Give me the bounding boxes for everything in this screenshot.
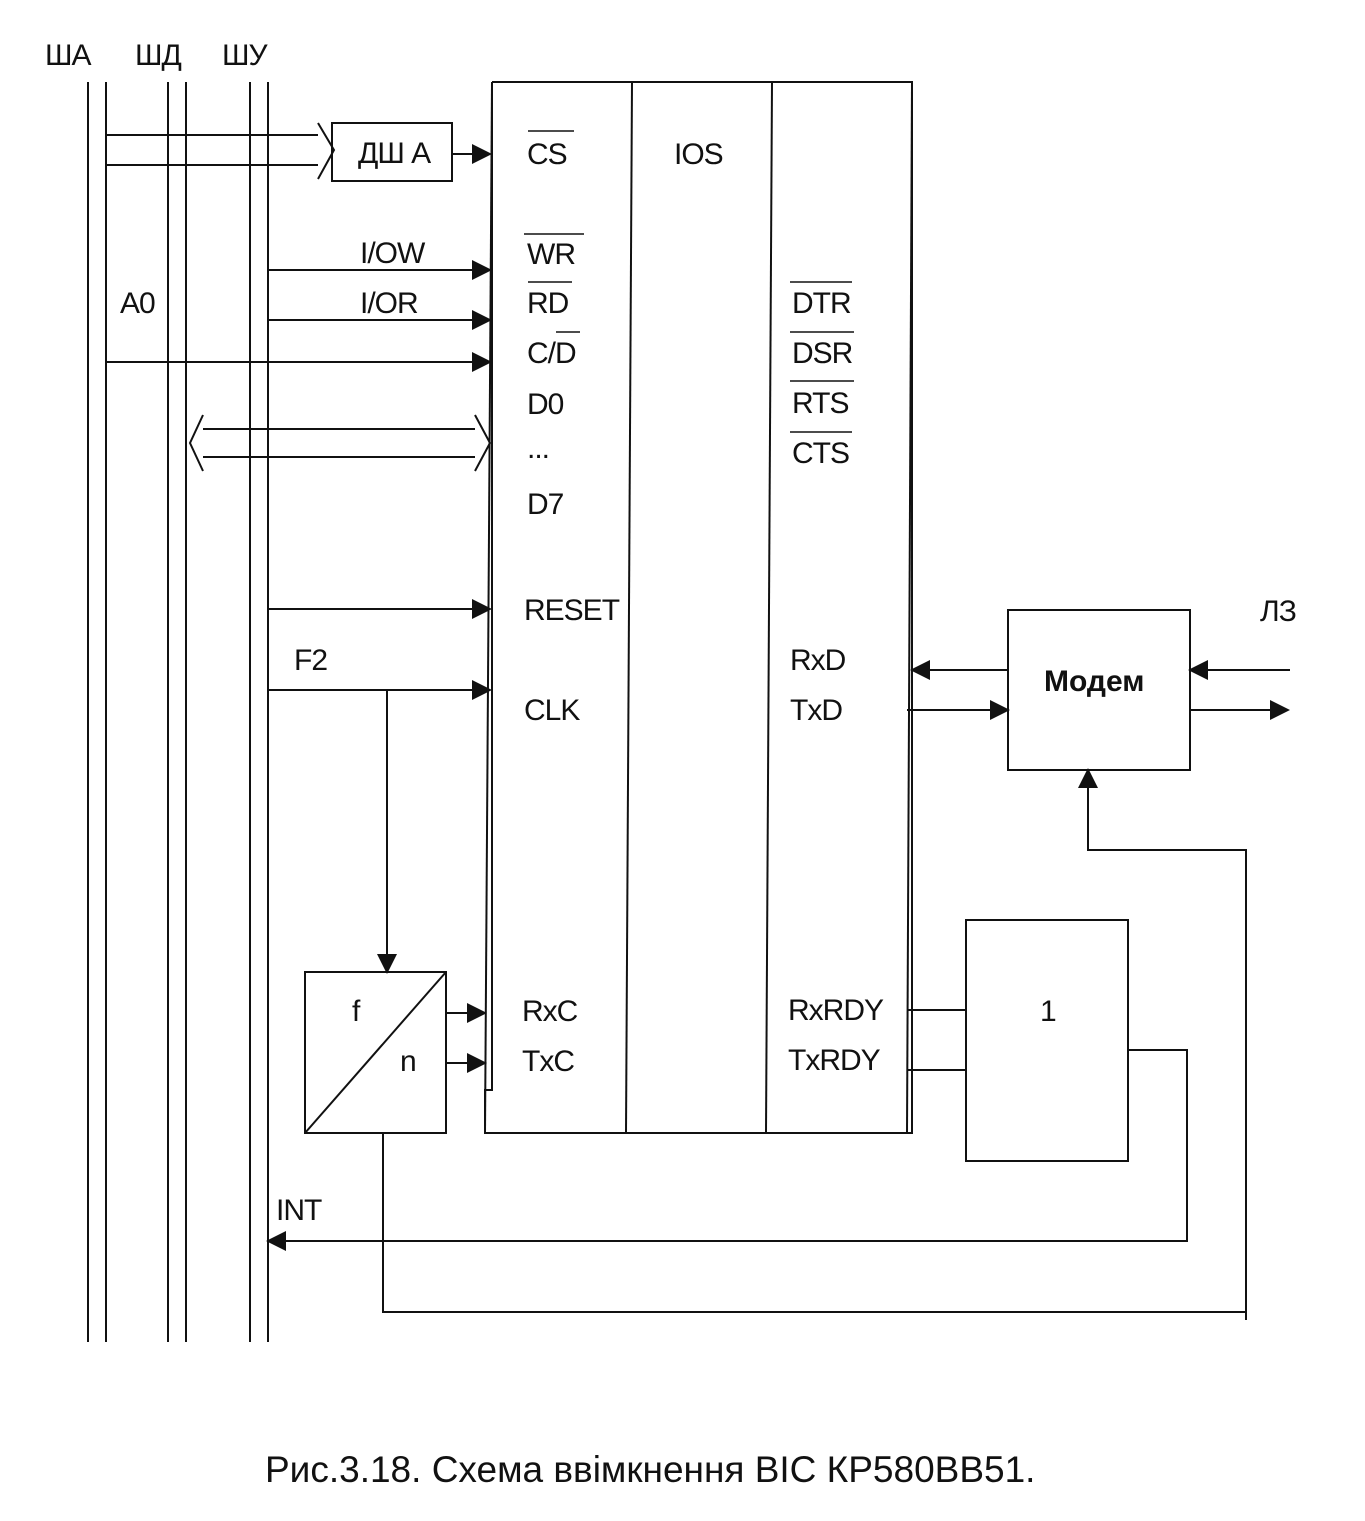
pin-dtr: DTR bbox=[792, 287, 851, 320]
a0-label: А0 bbox=[120, 287, 155, 320]
data-bus-bidirectional-arrow bbox=[188, 414, 492, 472]
pin-txc: TxC bbox=[522, 1045, 574, 1078]
or-gate-label: 1 bbox=[1040, 995, 1056, 1028]
divider-output-line bbox=[382, 1133, 1246, 1313]
pin-d7: D7 bbox=[527, 488, 564, 521]
pin-dots: ... bbox=[527, 432, 549, 465]
frequency-divider-box bbox=[304, 971, 447, 1134]
int-line bbox=[266, 1049, 1188, 1251]
pin-dsr: DSR bbox=[792, 337, 853, 370]
pin-reset: RESET bbox=[524, 594, 620, 627]
control-bus-label: ШУ bbox=[222, 39, 268, 72]
pin-rd: RD bbox=[527, 287, 569, 320]
divider-diagonal bbox=[304, 971, 447, 1134]
address-bus-label: ША bbox=[45, 39, 91, 72]
modem-box bbox=[1007, 609, 1191, 771]
ior-label: I/OR bbox=[360, 287, 418, 320]
pin-rxc: RxC bbox=[522, 995, 578, 1028]
clock-to-modem-line bbox=[1078, 768, 1247, 1320]
pin-rxd: RxD bbox=[790, 644, 846, 677]
data-bus bbox=[167, 82, 187, 1342]
f2-label: F2 bbox=[294, 644, 327, 677]
address-decoder-box bbox=[331, 122, 453, 182]
pin-clk: CLK bbox=[524, 694, 580, 727]
int-label: INT bbox=[276, 1194, 322, 1227]
pin-d0: D0 bbox=[527, 388, 564, 421]
line-label: ЛЗ bbox=[1260, 595, 1296, 628]
divider-f-label: f bbox=[352, 995, 361, 1028]
address-bus bbox=[87, 82, 107, 1342]
figure-caption: Рис.3.18. Схема ввімкнення ВІС КР580ВВ51… bbox=[265, 1449, 1035, 1490]
pin-cs: CS bbox=[527, 138, 567, 171]
pin-cts: CTS bbox=[792, 437, 849, 470]
address-decoder-label: ДШ А bbox=[358, 137, 431, 170]
divider-n-label: n bbox=[400, 1045, 416, 1078]
iow-label: I/OW bbox=[360, 237, 426, 270]
pin-cd: C/D bbox=[527, 337, 576, 370]
modem-label: Модем bbox=[1044, 665, 1144, 698]
pin-txrdy: TxRDY bbox=[788, 1044, 881, 1077]
data-bus-label: ШД bbox=[135, 39, 181, 72]
pin-rts: RTS bbox=[792, 387, 848, 420]
pin-rxrdy: RxRDY bbox=[788, 994, 884, 1027]
ios-label: IOS bbox=[674, 138, 723, 171]
or-gate-box bbox=[965, 919, 1129, 1162]
control-bus bbox=[249, 82, 269, 1342]
pin-wr: WR bbox=[527, 238, 575, 271]
pin-txd: TxD bbox=[790, 694, 842, 727]
usart-chip bbox=[484, 81, 913, 1134]
address-to-decoder-arrow bbox=[106, 122, 336, 180]
